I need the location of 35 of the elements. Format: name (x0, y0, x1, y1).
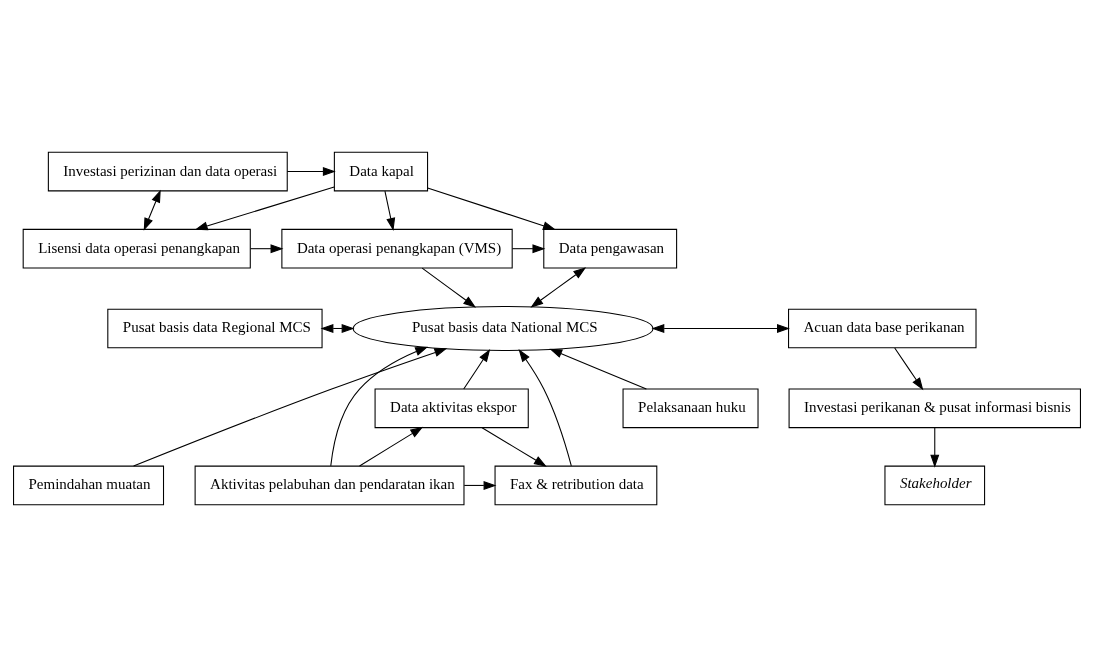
arrow (133, 348, 448, 467)
node-box: Data aktivitas ekspor (374, 388, 529, 429)
node-box: Data kapal (333, 151, 429, 192)
arrow (930, 427, 940, 468)
node-box: Data operasi penangkapan (VMS) (281, 228, 513, 269)
arrow (330, 346, 429, 467)
arrow (286, 167, 336, 177)
arrow (463, 480, 497, 490)
arrow (421, 267, 477, 308)
node-box: Pemindahan muatan (13, 465, 165, 506)
node-box: Data pengawasan (543, 228, 678, 269)
arrow (549, 348, 647, 390)
node-box: Investasi perizinan dan data operasi (47, 151, 288, 192)
node-box: Aktivitas pelabuhan dan pendaratan ikan (194, 465, 465, 506)
arrow (250, 244, 284, 254)
node-box: Pusat basis data Regional MCS (107, 308, 323, 349)
arrow (530, 267, 587, 308)
arrow (894, 347, 924, 391)
arrow (518, 349, 572, 467)
arrow (143, 189, 161, 231)
node-box: Stakeholder (884, 465, 986, 506)
node-box: Fax & retribution data (494, 465, 658, 506)
node-box: Pelaksanaan huku (622, 388, 759, 429)
arrow (651, 324, 790, 333)
node-box: Lisensi data operasi penangkapan (22, 228, 251, 269)
arrow (481, 427, 547, 467)
arrow (511, 244, 546, 254)
node-box: Investasi perikanan & pusat informasi bisnis (788, 388, 1081, 429)
node-box: Acuan data base perikanan (788, 308, 977, 349)
arrow (194, 186, 335, 231)
arrow (427, 187, 556, 231)
node-ellipse: Pusat basis data National MCS (352, 306, 654, 351)
arrow (359, 426, 424, 467)
arrow (463, 349, 491, 390)
arrow (384, 190, 396, 231)
